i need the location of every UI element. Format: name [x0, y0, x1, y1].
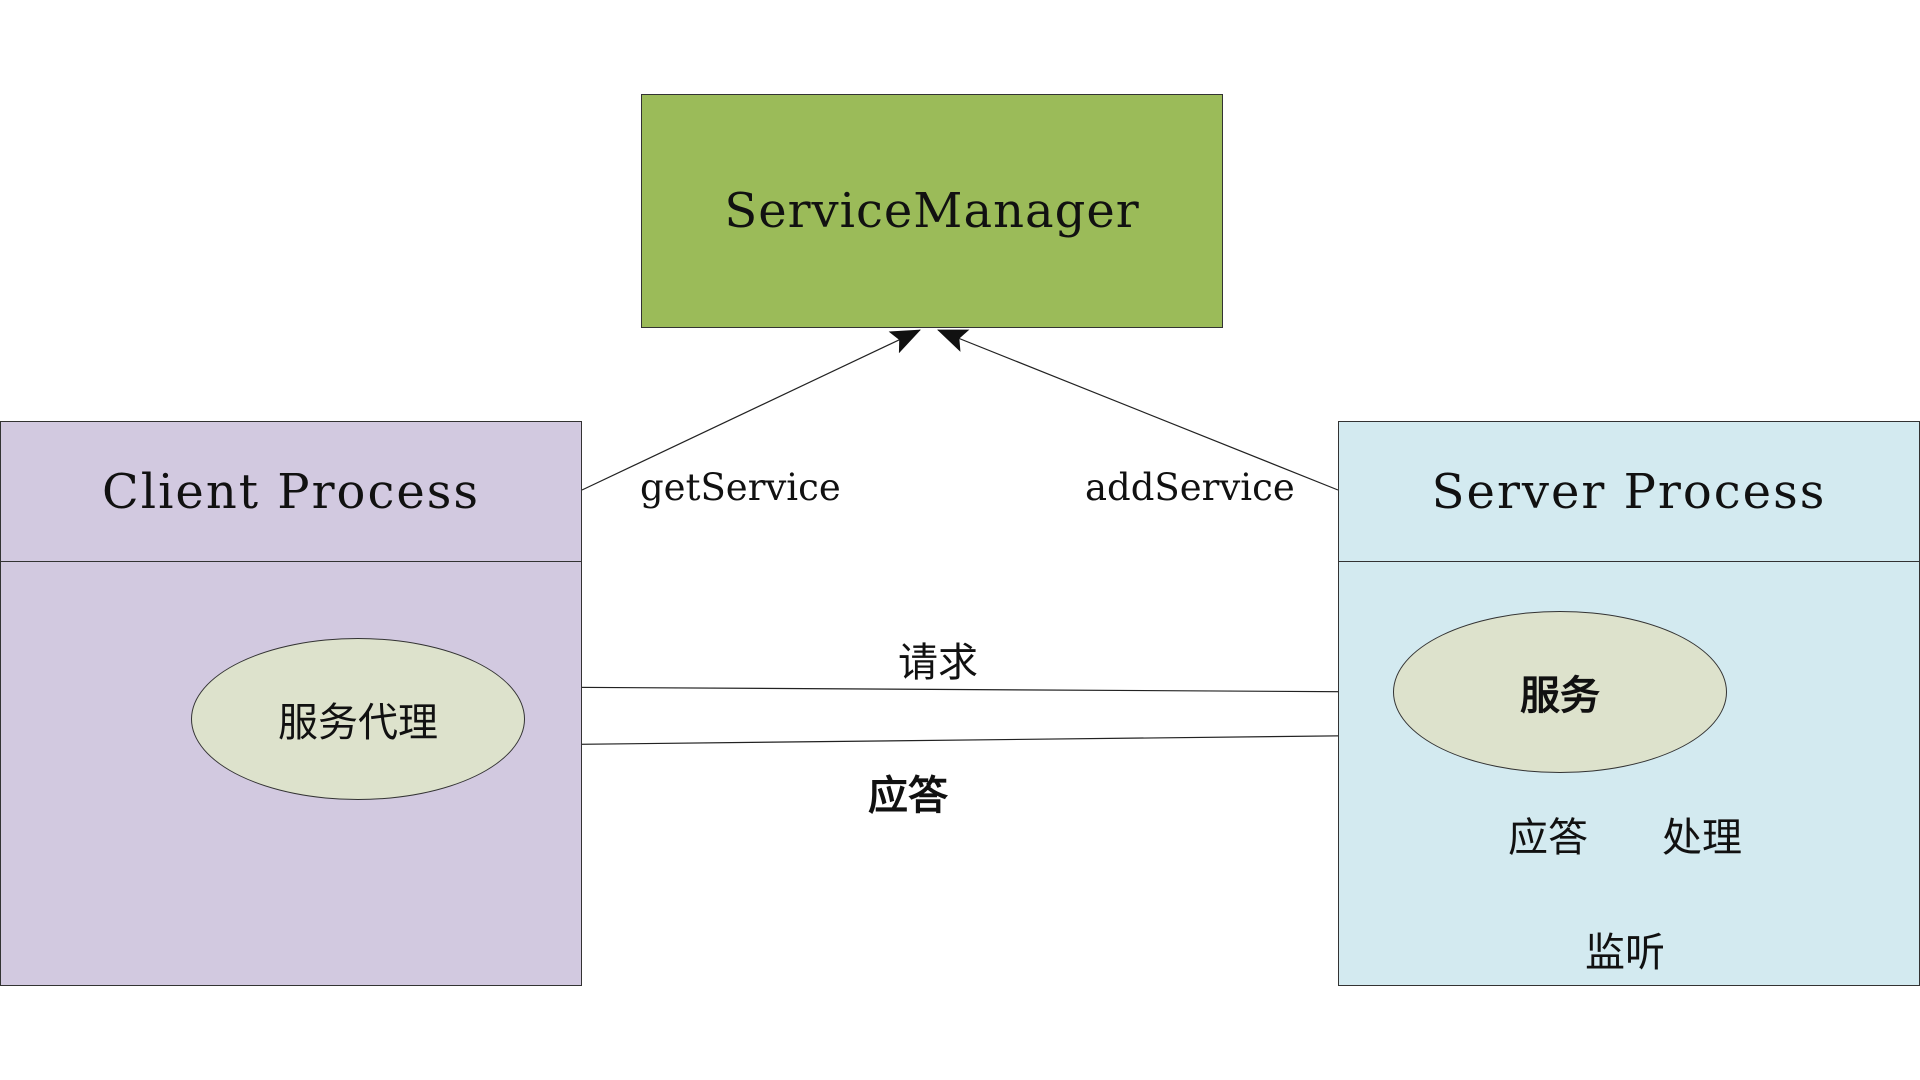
request-label: 请求 — [898, 640, 978, 686]
service-ellipse: 服务 — [1393, 611, 1727, 773]
get-service-label: getService — [640, 466, 841, 509]
service-manager-box: ServiceManager — [641, 94, 1223, 328]
add-service-label: addService — [1085, 466, 1295, 509]
service-proxy-ellipse: 服务代理 — [191, 638, 525, 800]
server-process-header: Server Process — [1339, 422, 1919, 562]
service-proxy-label: 服务代理 — [278, 700, 438, 746]
loop-listen-label: 监听 — [1585, 930, 1665, 976]
client-process-header: Client Process — [1, 422, 581, 562]
service-label: 服务 — [1520, 673, 1600, 719]
response-arrow — [515, 732, 1418, 757]
response-label: 应答 — [868, 773, 948, 819]
loop-process-label: 处理 — [1662, 815, 1742, 861]
service-manager-title: ServiceManager — [724, 183, 1140, 239]
loop-respond-label: 应答 — [1508, 815, 1588, 861]
